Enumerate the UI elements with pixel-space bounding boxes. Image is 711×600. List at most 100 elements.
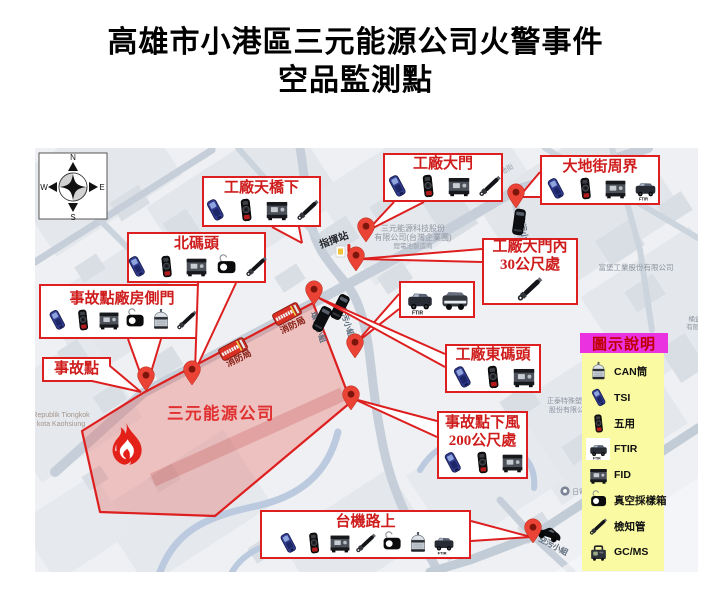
callout-title: 事故點廠房側門: [69, 290, 175, 307]
five-gas-icon: [302, 531, 326, 555]
vacuum-box-icon: [123, 308, 147, 332]
ftir-van-icon: [633, 176, 658, 201]
legend-item-five-gas: 五用: [586, 411, 664, 437]
five-gas-icon: [470, 450, 495, 475]
fid-icon: [184, 254, 209, 279]
fid-icon: [264, 197, 290, 223]
callout-dadi-street-perimeter: 大地街周界: [540, 155, 660, 205]
detector-tube-icon: [354, 531, 378, 555]
vacuum-box-icon: [586, 490, 610, 512]
callout-title: 台機路上: [335, 513, 396, 530]
legend-item-label: CAN筒: [614, 366, 648, 379]
tsi-icon: [543, 176, 568, 201]
can-canister-icon: [406, 531, 430, 555]
legend-item-label: 真空採樣箱: [614, 495, 667, 508]
legend-item-label: 五用: [614, 417, 635, 430]
callout-title: 工廠東碼頭: [455, 346, 531, 363]
fid-icon: [511, 364, 537, 390]
callout-equipment-icons: [440, 450, 525, 475]
legend-item-fid: FID: [586, 462, 664, 488]
detector-tube-icon: [515, 274, 545, 304]
page-title-line1: 高雄市小港區三元能源公司火警事件: [107, 26, 604, 59]
svg-text:S: S: [70, 213, 75, 222]
detector-tube-icon: [244, 254, 269, 279]
five-gas-icon: [480, 364, 506, 390]
tsi-icon: [276, 531, 300, 555]
fire-icon: [112, 423, 142, 465]
tsi-icon: [586, 387, 610, 409]
callout-taiji-road: 台機路上: [260, 510, 471, 559]
fid-icon: [603, 176, 628, 201]
five-gas-icon: [415, 173, 441, 199]
compass-rose: N S W E: [38, 152, 108, 222]
callout-equipment-icons: [515, 274, 545, 304]
legend-item-vacuum-box: 真空採樣箱: [586, 488, 667, 514]
vacuum-box-icon: [214, 254, 239, 279]
callout-equipment-icons: [202, 197, 321, 223]
callout-title: 200公尺處: [448, 432, 517, 449]
gcms-icon: [586, 541, 610, 563]
legend-item-ftir-van: FTIR: [586, 436, 664, 462]
callout-accident-point: 事故點: [42, 357, 111, 382]
legend-item-label: 檢知管: [614, 521, 646, 534]
callout-title: 工廠大門: [412, 155, 473, 172]
callout-equipment-icons: [45, 308, 199, 332]
callout-equipment-icons: [449, 364, 537, 390]
callout-equipment-icons: [124, 254, 269, 279]
tsi-icon: [202, 197, 228, 223]
legend-item-label: FID: [614, 469, 631, 482]
callout-factory-east-dock: 工廠東碼頭: [445, 344, 541, 393]
legend-item-detector-tube: 檢知管: [586, 514, 664, 540]
ftir-van-icon: [432, 531, 456, 555]
can-canister-icon: [149, 308, 173, 332]
ftir-van-icon: [405, 285, 435, 315]
svg-text:E: E: [99, 183, 104, 192]
callout-title: 工廠天橋下: [223, 179, 299, 196]
five-gas-icon: [233, 197, 259, 223]
fid-icon: [586, 464, 610, 486]
map-label: 正泰特殊塑膠: [547, 396, 589, 405]
fid-icon: [97, 308, 121, 332]
tsi-icon: [449, 364, 475, 390]
callout-factory-overpass: 工廠天橋下: [202, 176, 321, 227]
callout-accident-side-door: 事故點廠房側門: [39, 284, 205, 339]
detector-tube-icon: [295, 197, 321, 223]
five-gas-icon: [586, 412, 610, 434]
detector-tube-icon: [175, 308, 199, 332]
svg-text:N: N: [70, 153, 76, 162]
map-label: 鋰電池製造商: [394, 241, 434, 250]
callout-equipment-icons: [276, 531, 456, 555]
detector-tube-icon: [477, 173, 503, 199]
detector-tube-icon: [586, 516, 610, 538]
tsi-icon: [45, 308, 69, 332]
callout-title: 北碼頭: [173, 236, 219, 253]
legend-item-label: TSI: [614, 391, 631, 404]
legend-item-label: GC/MS: [614, 546, 649, 559]
tsi-icon: [440, 450, 465, 475]
map-label: 富堡工業股份有限公司: [599, 262, 674, 272]
legend-body: CAN筒 TSI 五用 FTIR FID 真空採樣箱檢知管 GC/MS: [582, 353, 667, 572]
callout-title: 工廠大門內: [492, 239, 568, 256]
callout-factory-main-gate: 工廠大門: [383, 153, 503, 202]
fid-icon: [500, 450, 525, 475]
ftir-van-icon: [586, 438, 610, 461]
svg-text:W: W: [40, 183, 48, 192]
callout-equipment-icons: [384, 173, 503, 199]
gcms-van-icon: [440, 285, 470, 315]
callout-title: 大地街周界: [562, 158, 638, 175]
map-label: Republik Tiongkok: [35, 412, 90, 419]
legend-item-gcms: GC/MS: [586, 540, 664, 566]
map-label: kota Kaohsiung: [37, 421, 85, 428]
map-label: 三元能源科技股份: [381, 223, 445, 233]
callout-title: 事故點下風: [444, 415, 520, 432]
map-label: 桶益: [689, 314, 699, 323]
five-gas-icon: [573, 176, 598, 201]
tsi-icon: [384, 173, 410, 199]
tsi-icon: [124, 254, 149, 279]
legend-item-label: FTIR: [614, 443, 638, 456]
five-gas-icon: [154, 254, 179, 279]
